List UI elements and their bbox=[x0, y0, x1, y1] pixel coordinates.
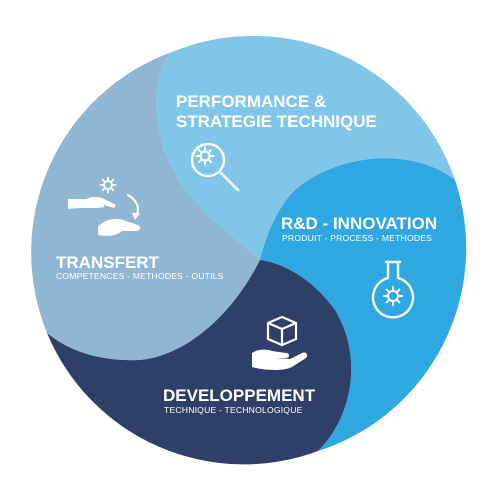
hand-cube-icon bbox=[252, 315, 308, 370]
segment-rd[interactable] bbox=[260, 158, 467, 451]
segment-performance[interactable] bbox=[156, 35, 455, 261]
rd-title: R&D - INNOVATION bbox=[281, 214, 437, 233]
performance-title-line2: STRATEGIE TECHNIQUE bbox=[176, 112, 377, 131]
performance-title-line1: PERFORMANCE & bbox=[176, 92, 326, 111]
magnifier-gear-icon bbox=[190, 142, 240, 192]
segment-transfert[interactable] bbox=[31, 52, 260, 361]
developpement-title: DEVELOPPEMENT bbox=[163, 386, 316, 405]
developpement-subtitle: TECHNIQUE - TECHNOLOGIQUE bbox=[164, 405, 303, 415]
rd-subtitle: PRODUIT - PROCESS - METHODES bbox=[282, 233, 432, 243]
transfert-subtitle: COMPETENCES - METHODES - OUTILS bbox=[56, 271, 224, 281]
hands-gear-icon bbox=[68, 176, 141, 236]
transfert-title: TRANSFERT bbox=[56, 253, 160, 272]
segment-developpement[interactable] bbox=[47, 260, 352, 465]
flask-gear-icon bbox=[371, 260, 415, 319]
